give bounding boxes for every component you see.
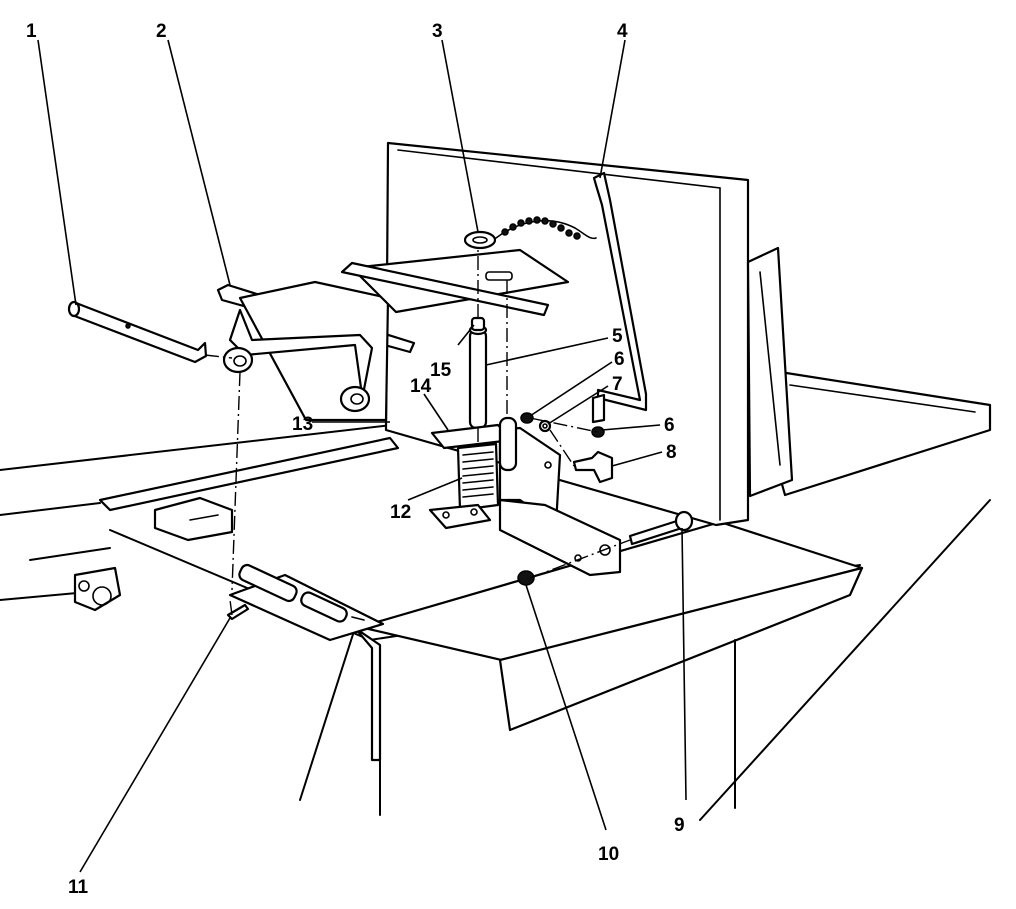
part-7-washer: [538, 419, 552, 433]
callout-8: 8: [666, 442, 677, 463]
part-12-14-spring-assembly: [428, 423, 514, 530]
part-2-bracket: [216, 280, 416, 422]
callout-11: 11: [68, 877, 89, 898]
callout-6-upper: 6: [614, 349, 625, 370]
callout-4: 4: [617, 21, 628, 42]
upper-plate: [340, 248, 570, 317]
part-8-screw: [572, 450, 614, 484]
callout-6-lower: 6: [664, 415, 675, 436]
part-4-rod: [591, 171, 648, 424]
callout-10: 10: [598, 844, 619, 865]
callout-9: 9: [674, 815, 685, 836]
callout-15: 15: [430, 360, 452, 381]
leader-lines: [37, 39, 687, 873]
callout-13: 13: [292, 414, 313, 435]
assembly-lines: [204, 250, 631, 616]
part-1-shaft: [67, 300, 208, 364]
callout-1: 1: [26, 21, 37, 42]
callout-3: 3: [432, 21, 443, 42]
part-3-chain: [463, 216, 597, 250]
callout-12: 12: [390, 502, 411, 523]
callout-2: 2: [156, 21, 167, 42]
part-5-post: [468, 316, 488, 430]
center-bracket: [498, 416, 622, 577]
part-6-nut-lower: [591, 426, 605, 438]
callout-7: 7: [612, 374, 623, 395]
callout-labels: 1 2 3 4 5 6 7 6 8 9 10 11 12 13 14 15: [26, 21, 685, 898]
part-11-pin-and-hinge: [226, 563, 385, 642]
part-9-bolt: [628, 510, 694, 546]
callout-5: 5: [612, 326, 623, 347]
callout-14: 14: [410, 376, 432, 397]
